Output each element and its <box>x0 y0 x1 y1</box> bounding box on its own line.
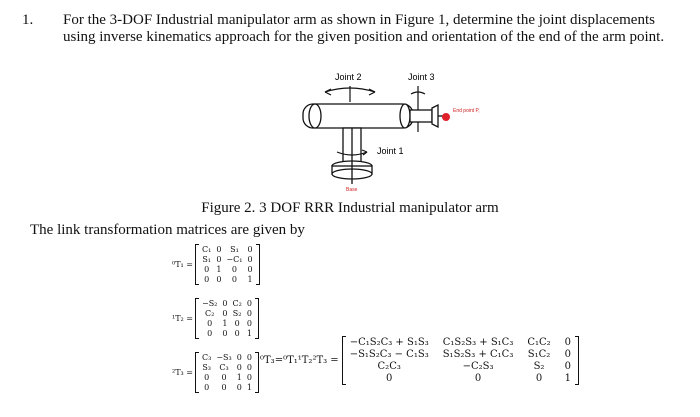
matrix-cell: S₁C₂ <box>527 349 551 360</box>
matrix-cell: 0 <box>216 255 222 264</box>
matrix-cell: 0 <box>216 275 222 284</box>
matrix-cell: 1 <box>247 275 253 284</box>
matrix-cell: 1 <box>236 373 242 382</box>
joint3-label: Joint 3 <box>408 72 435 82</box>
matrix-cell: 0 <box>236 383 242 392</box>
matrix-cell: 0 <box>564 349 572 360</box>
matrix-label: ²T₃ = <box>172 368 193 377</box>
matrix-cell: −S₂ <box>202 299 218 308</box>
matrix-cell: C₁S₂S₃ + S₁C₃ <box>442 337 514 348</box>
matrix-cell: 0 <box>535 373 543 384</box>
matrix-cell: 0 <box>246 353 252 362</box>
joint1-label: Joint 1 <box>377 146 404 156</box>
matrix-cell: 0 <box>564 361 572 372</box>
joint2-label: Joint 2 <box>335 72 362 82</box>
matrix-cell: 0 <box>207 319 213 328</box>
matrix-cell: −C₁S₂C₃ + S₁S₃ <box>349 337 429 348</box>
matrix-cell: 0 <box>234 319 240 328</box>
matrix-cell: 0 <box>246 299 252 308</box>
matrix-cell: 1 <box>564 373 572 384</box>
matrix-cell: 0 <box>222 329 228 338</box>
matrix-cell: C₂ <box>232 299 242 308</box>
matrix-cell: 0 <box>231 275 237 284</box>
matrix-cell: 0 <box>246 373 252 382</box>
matrix-label: ¹T₂ = <box>172 314 193 323</box>
matrix-cell: 0 <box>246 363 252 372</box>
intro-text: The link transformation matrices are giv… <box>30 222 305 238</box>
matrix-cell: 0 <box>204 265 210 274</box>
matrix-cell: S₁S₂S₃ + C₁C₃ <box>442 349 514 360</box>
matrix-cell: 1 <box>216 265 222 274</box>
matrix-cell: 0 <box>204 275 210 284</box>
matrix-cell: 0 <box>221 383 227 392</box>
product-label: ⁰T₃=⁰T₁¹T₂²T₃ = <box>260 355 339 366</box>
matrix-cell: C₂ <box>205 309 215 318</box>
joint1-rotation-arrow <box>336 149 368 156</box>
matrix-cell: 0 <box>204 373 210 382</box>
figure-caption: Figure 2. 3 DOF RRR Industrial manipulat… <box>201 200 499 216</box>
matrix-cell: C₁ <box>202 245 212 254</box>
matrix-cell: 0 <box>247 255 253 264</box>
matrix-cell: 0 <box>234 329 240 338</box>
matrix-cell: 1 <box>246 383 252 392</box>
matrix-cell: −S₃ <box>216 353 232 362</box>
matrix-cell: 0 <box>247 245 253 254</box>
matrix-cell: S₁ <box>202 255 211 264</box>
joint2-rotation-arrow <box>324 86 376 102</box>
matrix-cell: C₂C₃ <box>377 361 401 372</box>
matrix-cell: −C₂S₃ <box>462 361 494 372</box>
matrix-cell: 0 <box>386 373 393 384</box>
joint3-axis <box>410 86 426 132</box>
matrix-cell: S₃ <box>202 363 211 372</box>
matrix-cell: −C₁ <box>226 255 243 264</box>
end-point-label: End point P, <box>453 108 480 114</box>
matrix-cell: 0 <box>236 353 242 362</box>
matrix-cell: 0 <box>236 363 242 372</box>
matrix-cell: 0 <box>221 373 227 382</box>
matrix-cell: S₂ <box>533 361 545 372</box>
matrix-cell: C₃ <box>219 363 229 372</box>
manipulator-figure: Joint 2 Joint 3 End point P, Joint 1 Bas <box>302 72 480 193</box>
matrix-label: ⁰T₁ = <box>172 260 193 269</box>
question-text: For the 3-DOF Industrial manipulator arm… <box>63 12 665 45</box>
end-point-marker <box>442 113 450 121</box>
matrix-cell: 0 <box>246 319 252 328</box>
forearm <box>409 103 445 129</box>
base-column <box>331 127 373 184</box>
matrix-cell: 0 <box>474 373 482 384</box>
matrix-cell: 1 <box>222 319 228 328</box>
matrix-cell: 0 <box>216 245 222 254</box>
matrix-cell: S₂ <box>232 309 242 318</box>
matrix-cell: 1 <box>246 329 252 338</box>
matrix-cell: 0 <box>564 337 572 348</box>
base-label: Base <box>346 187 358 193</box>
matrix-cell: 0 <box>207 329 213 338</box>
matrix-cell: C₃ <box>202 353 212 362</box>
upper-link <box>302 103 414 129</box>
matrix-cell: 0 <box>222 309 228 318</box>
matrix-cell: 0 <box>222 299 228 308</box>
matrix-0T3-product: ⁰T₃=⁰T₁¹T₂²T₃ = −C₁S₂C₃ + S₁S₃ C₁S₂S₃ + S… <box>260 336 580 385</box>
matrix-cell: −S₁S₂C₃ − C₁S₃ <box>349 349 429 360</box>
matrix-cell: S₁ <box>230 245 239 254</box>
matrix-cell: 0 <box>204 383 210 392</box>
matrix-cell: 0 <box>247 265 253 274</box>
question-number: 1. <box>22 12 34 28</box>
matrix-cell: 0 <box>231 265 237 274</box>
matrix-cell: 0 <box>246 309 252 318</box>
matrix-cell: C₁C₂ <box>527 337 551 348</box>
